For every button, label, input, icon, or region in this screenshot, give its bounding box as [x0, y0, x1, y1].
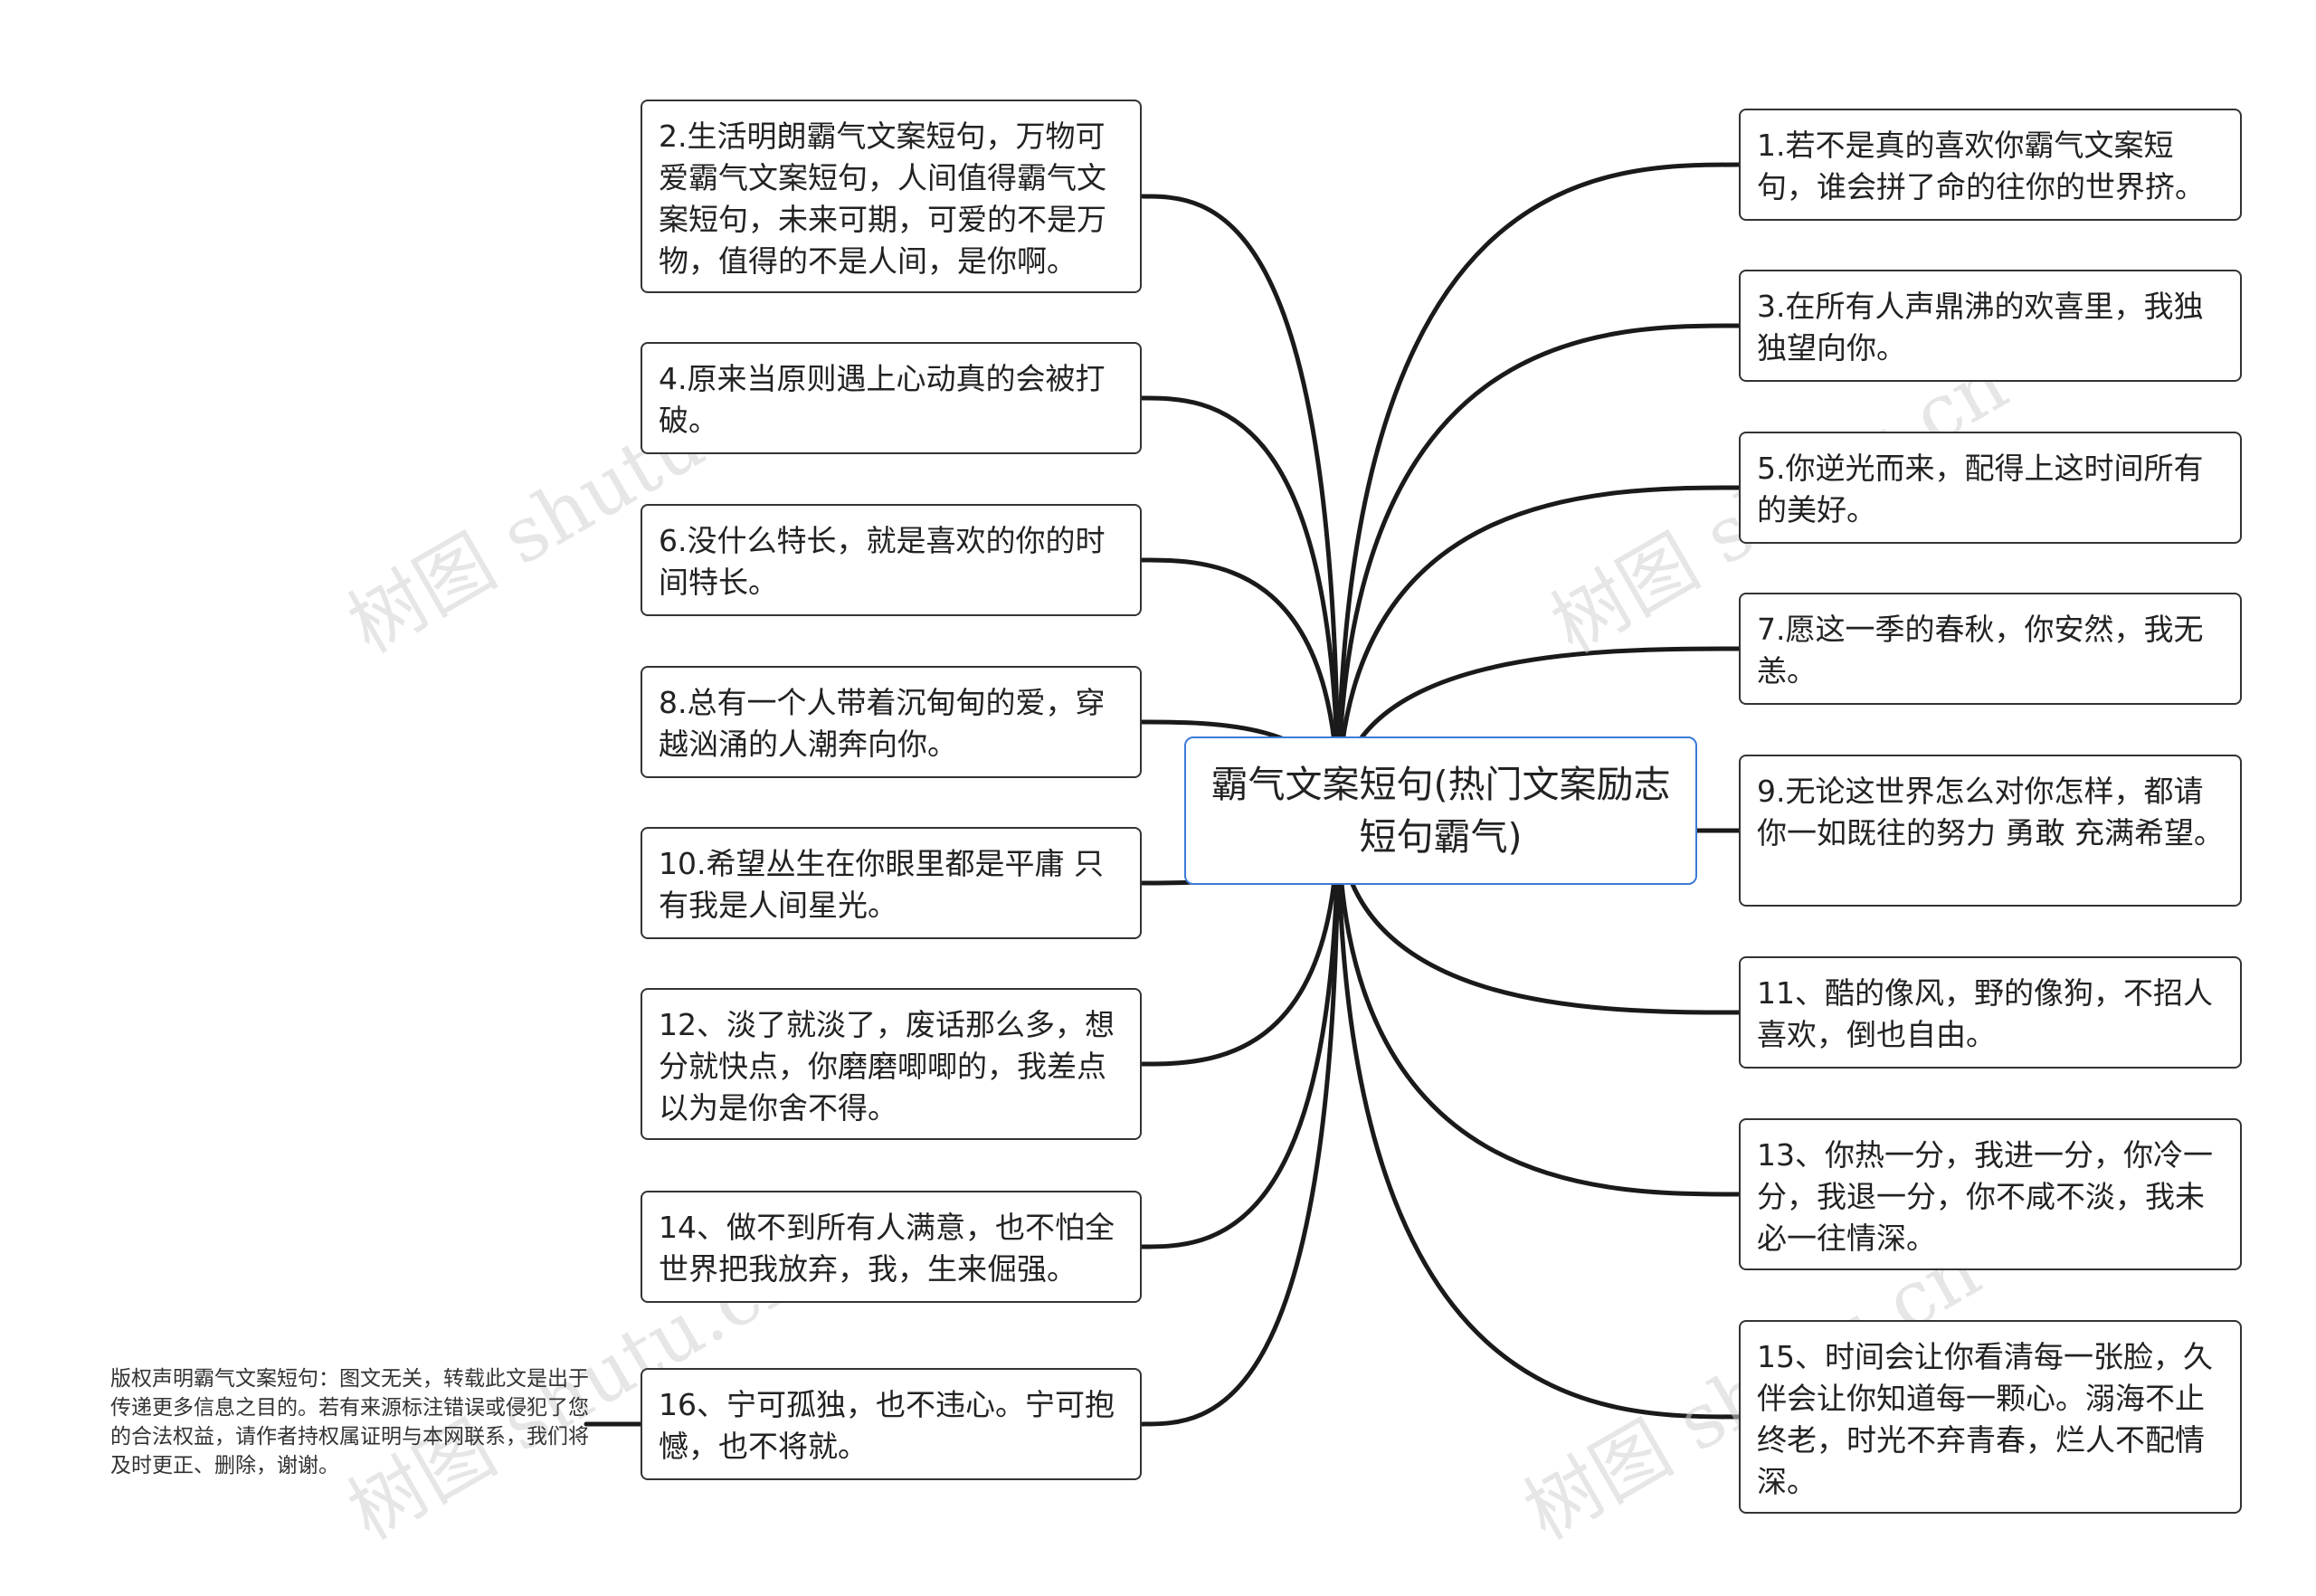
copyright-note: 版权声明霸气文案短句：图文无关，转载此文是出于传递更多信息之目的。若有来源标注错… — [110, 1364, 590, 1480]
branch-text: 9.无论这世界怎么对你怎样，都请你一如既往的努力 勇敢 充满希望。 — [1757, 774, 2224, 850]
branch-text: 12、淡了就淡了，废话那么多，想分就快点，你磨磨唧唧的，我差点以为是你舍不得。 — [659, 1007, 1115, 1126]
branch-node-7[interactable]: 7.愿这一季的春秋，你安然，我无恙。 — [1739, 593, 2242, 705]
branch-text: 1.若不是真的喜欢你霸气文案短句，谁会拼了命的往你的世界挤。 — [1757, 128, 2205, 204]
branch-node-4[interactable]: 4.原来当原则遇上心动真的会被打破。 — [641, 342, 1142, 454]
branch-node-1[interactable]: 1.若不是真的喜欢你霸气文案短句，谁会拼了命的往你的世界挤。 — [1739, 109, 2242, 221]
branch-node-6[interactable]: 6.没什么特长，就是喜欢的你的时间特长。 — [641, 504, 1142, 616]
branch-text: 16、宁可孤独，也不违心。宁可抱憾，也不将就。 — [659, 1387, 1115, 1464]
branch-text: 5.你逆光而来，配得上这时间所有的美好。 — [1757, 451, 2204, 527]
connector-branch-node-12 — [1139, 808, 1341, 1067]
branch-node-3[interactable]: 3.在所有人声鼎沸的欢喜里，我独独望向你。 — [1739, 270, 2242, 382]
connector-branch-node-6 — [1139, 557, 1341, 813]
copyright-note-text: 版权声明霸气文案短句：图文无关，转载此文是出于传递更多信息之目的。若有来源标注错… — [110, 1367, 589, 1477]
central-topic[interactable]: 霸气文案短句(热门文案励志短句霸气) — [1184, 736, 1697, 885]
connector-branch-node-13 — [1335, 808, 1742, 1197]
connector-branch-node-16 — [1139, 808, 1341, 1427]
branch-node-16[interactable]: 16、宁可孤独，也不违心。宁可抱憾，也不将就。 — [641, 1368, 1142, 1480]
branch-text: 4.原来当原则遇上心动真的会被打破。 — [659, 361, 1106, 438]
branch-node-2[interactable]: 2.生活明朗霸气文案短句，万物可爱霸气文案短句，人间值得霸气文案短句，未来可期，… — [641, 100, 1142, 293]
branch-node-5[interactable]: 5.你逆光而来，配得上这时间所有的美好。 — [1739, 432, 2242, 544]
branch-node-9[interactable]: 9.无论这世界怎么对你怎样，都请你一如既往的努力 勇敢 充满希望。 — [1739, 755, 2242, 907]
branch-text: 10.希望丛生在你眼里都是平庸 只有我是人间星光。 — [659, 846, 1104, 923]
branch-text: 14、做不到所有人满意，也不怕全世界把我放弃，我，生来倔强。 — [659, 1210, 1115, 1287]
branch-text: 13、你热一分，我进一分，你冷一分，我退一分，你不咸不淡，我未必一往情深。 — [1757, 1137, 2213, 1256]
connector-branch-node-14 — [1139, 808, 1341, 1249]
connector-branch-node-4 — [1139, 395, 1341, 813]
branch-text: 3.在所有人声鼎沸的欢喜里，我独独望向你。 — [1757, 289, 2204, 366]
branch-text: 2.生活明朗霸气文案短句，万物可爱霸气文案短句，人间值得霸气文案短句，未来可期，… — [659, 119, 1106, 279]
branch-text: 15、时间会让你看清每一张脸，久伴会让你知道每一颗心。溺海不止终老，时光不弃青春… — [1757, 1339, 2213, 1499]
connector-branch-node-1 — [1335, 162, 1742, 813]
connector-branch-node-15 — [1335, 808, 1742, 1420]
branch-node-13[interactable]: 13、你热一分，我进一分，你冷一分，我退一分，你不咸不淡，我未必一往情深。 — [1739, 1118, 2242, 1270]
connector-branch-node-2 — [1139, 194, 1341, 813]
branch-text: 7.愿这一季的春秋，你安然，我无恙。 — [1757, 612, 2204, 689]
branch-node-14[interactable]: 14、做不到所有人满意，也不怕全世界把我放弃，我，生来倔强。 — [641, 1191, 1142, 1303]
branch-text: 11、酷的像风，野的像狗，不招人喜欢，倒也自由。 — [1757, 975, 2213, 1052]
connector-branch-node-3 — [1335, 323, 1742, 813]
branch-node-10[interactable]: 10.希望丛生在你眼里都是平庸 只有我是人间星光。 — [641, 827, 1142, 939]
branch-node-8[interactable]: 8.总有一个人带着沉甸甸的爱，穿越汹涌的人潮奔向你。 — [641, 666, 1142, 778]
connector-branch-node-5 — [1335, 485, 1742, 813]
branch-text: 8.总有一个人带着沉甸甸的爱，穿越汹涌的人潮奔向你。 — [659, 685, 1106, 762]
branch-node-11[interactable]: 11、酷的像风，野的像狗，不招人喜欢，倒也自由。 — [1739, 956, 2242, 1069]
branch-node-15[interactable]: 15、时间会让你看清每一张脸，久伴会让你知道每一颗心。溺海不止终老，时光不弃青春… — [1739, 1320, 2242, 1514]
branch-text: 6.没什么特长，就是喜欢的你的时间特长。 — [659, 523, 1106, 600]
central-topic-text: 霸气文案短句(热门文案励志短句霸气) — [1210, 763, 1671, 859]
branch-node-12[interactable]: 12、淡了就淡了，废话那么多，想分就快点，你磨磨唧唧的，我差点以为是你舍不得。 — [641, 988, 1142, 1140]
